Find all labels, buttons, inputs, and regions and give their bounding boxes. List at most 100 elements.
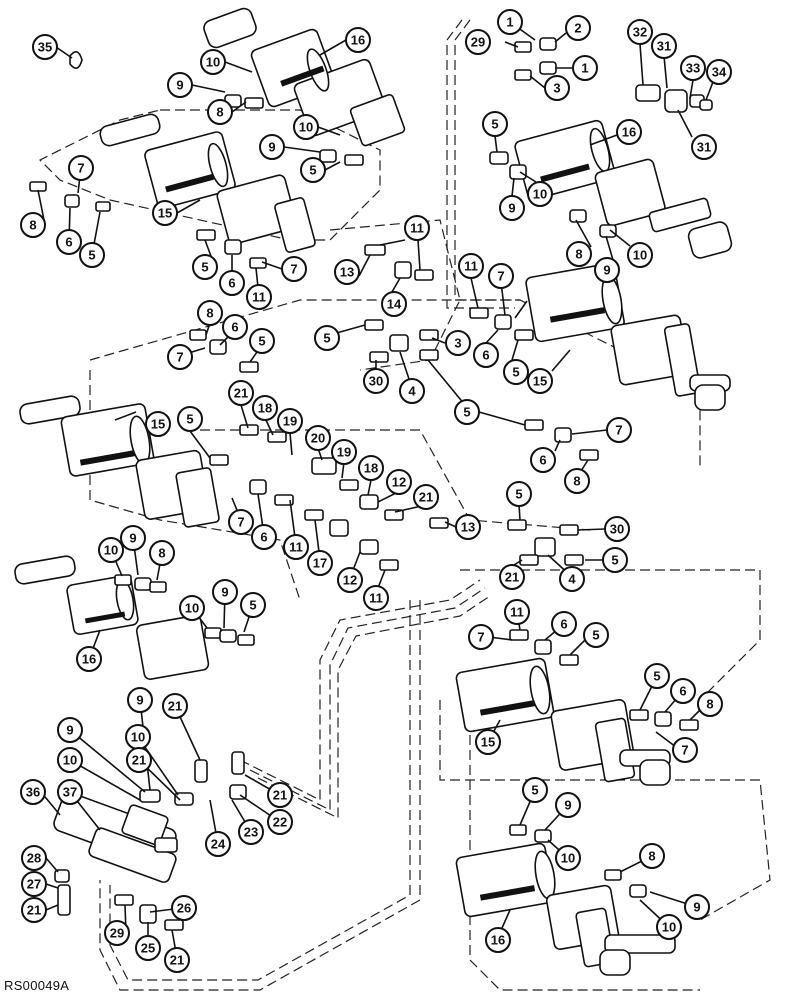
svg-text:7: 7	[681, 743, 688, 758]
callout: 13	[334, 259, 360, 285]
svg-text:10: 10	[633, 248, 647, 263]
svg-text:8: 8	[158, 546, 165, 561]
callout: 10	[179, 595, 205, 621]
callout: 10	[293, 114, 319, 140]
callout: 31	[651, 33, 677, 59]
svg-text:5: 5	[249, 598, 256, 613]
cylinder-right	[525, 262, 731, 411]
callout: 10	[527, 181, 553, 207]
svg-text:15: 15	[533, 374, 547, 389]
svg-text:21: 21	[273, 788, 287, 803]
callout: 27	[21, 871, 47, 897]
callout: 33	[680, 55, 706, 81]
cylinder-upper-right	[514, 119, 733, 259]
callout: 15	[152, 200, 178, 226]
callout: 5	[240, 592, 266, 618]
callout: 5	[249, 328, 275, 354]
callout: 7	[606, 417, 632, 443]
callout: 13	[455, 514, 481, 540]
fittings	[29, 37, 713, 931]
svg-text:11: 11	[289, 540, 303, 555]
svg-text:6: 6	[482, 348, 489, 363]
callout: 18	[252, 395, 278, 421]
svg-text:7: 7	[77, 161, 84, 176]
svg-text:18: 18	[364, 461, 378, 476]
callout: 2	[565, 15, 591, 41]
svg-text:5: 5	[258, 334, 265, 349]
callout: 9	[120, 525, 146, 551]
svg-text:21: 21	[505, 570, 519, 585]
callout: 34	[706, 59, 732, 85]
callout: 10	[555, 845, 581, 871]
callout: 8	[564, 468, 590, 494]
callout: 5	[506, 481, 532, 507]
svg-text:21: 21	[168, 699, 182, 714]
svg-text:23: 23	[244, 825, 258, 840]
callout: 37	[57, 779, 83, 805]
callout: 6	[551, 611, 577, 637]
callout: 8	[566, 241, 592, 267]
callout: 5	[79, 242, 105, 268]
callout: 21	[413, 484, 439, 510]
svg-text:14: 14	[387, 297, 402, 312]
svg-text:6: 6	[65, 235, 72, 250]
svg-text:8: 8	[206, 306, 213, 321]
svg-text:36: 36	[26, 785, 40, 800]
svg-text:5: 5	[491, 117, 498, 132]
svg-text:13: 13	[340, 265, 354, 280]
callout: 11	[504, 599, 530, 625]
callout: 8	[639, 843, 665, 869]
svg-text:8: 8	[706, 697, 713, 712]
svg-text:11: 11	[510, 605, 524, 620]
callout: 16	[485, 927, 511, 953]
svg-text:12: 12	[343, 573, 357, 588]
svg-text:9: 9	[176, 78, 183, 93]
svg-text:9: 9	[136, 693, 143, 708]
callout: 14	[381, 291, 407, 317]
svg-text:20: 20	[311, 431, 325, 446]
callout: 7	[228, 509, 254, 535]
svg-text:6: 6	[228, 276, 235, 291]
svg-text:10: 10	[104, 543, 118, 558]
svg-text:5: 5	[515, 487, 522, 502]
callout: 6	[251, 524, 277, 550]
svg-text:11: 11	[369, 591, 383, 606]
svg-text:9: 9	[268, 140, 275, 155]
svg-text:9: 9	[693, 900, 700, 915]
svg-text:9: 9	[508, 201, 515, 216]
callout: 9	[684, 894, 710, 920]
svg-text:6: 6	[679, 684, 686, 699]
callout: 11	[246, 284, 272, 310]
cylinder-left-middle	[19, 395, 220, 528]
callout: 22	[267, 809, 293, 835]
svg-text:7: 7	[497, 269, 504, 284]
callout: 21	[499, 564, 525, 590]
svg-text:16: 16	[351, 33, 365, 48]
svg-text:6: 6	[539, 453, 546, 468]
callout: 21	[162, 693, 188, 719]
callout: 26	[171, 895, 197, 921]
callout: 5	[314, 325, 340, 351]
svg-text:8: 8	[573, 474, 580, 489]
svg-text:16: 16	[82, 652, 96, 667]
svg-text:5: 5	[88, 248, 95, 263]
svg-text:17: 17	[313, 556, 327, 571]
svg-text:21: 21	[27, 903, 41, 918]
svg-text:31: 31	[657, 39, 671, 54]
cylinder-right-lower	[455, 657, 671, 786]
callout: 21	[164, 947, 190, 973]
svg-text:30: 30	[369, 374, 383, 389]
callout: 9	[212, 579, 238, 605]
callout: 17	[307, 550, 333, 576]
svg-text:16: 16	[622, 125, 636, 140]
svg-text:4: 4	[408, 384, 416, 399]
callout: 21	[126, 747, 152, 773]
callout: 19	[277, 408, 303, 434]
svg-text:11: 11	[464, 259, 478, 274]
callout: 28	[21, 845, 47, 871]
svg-text:1: 1	[581, 61, 588, 76]
svg-text:7: 7	[477, 630, 484, 645]
svg-text:10: 10	[63, 753, 77, 768]
svg-text:5: 5	[186, 412, 193, 427]
